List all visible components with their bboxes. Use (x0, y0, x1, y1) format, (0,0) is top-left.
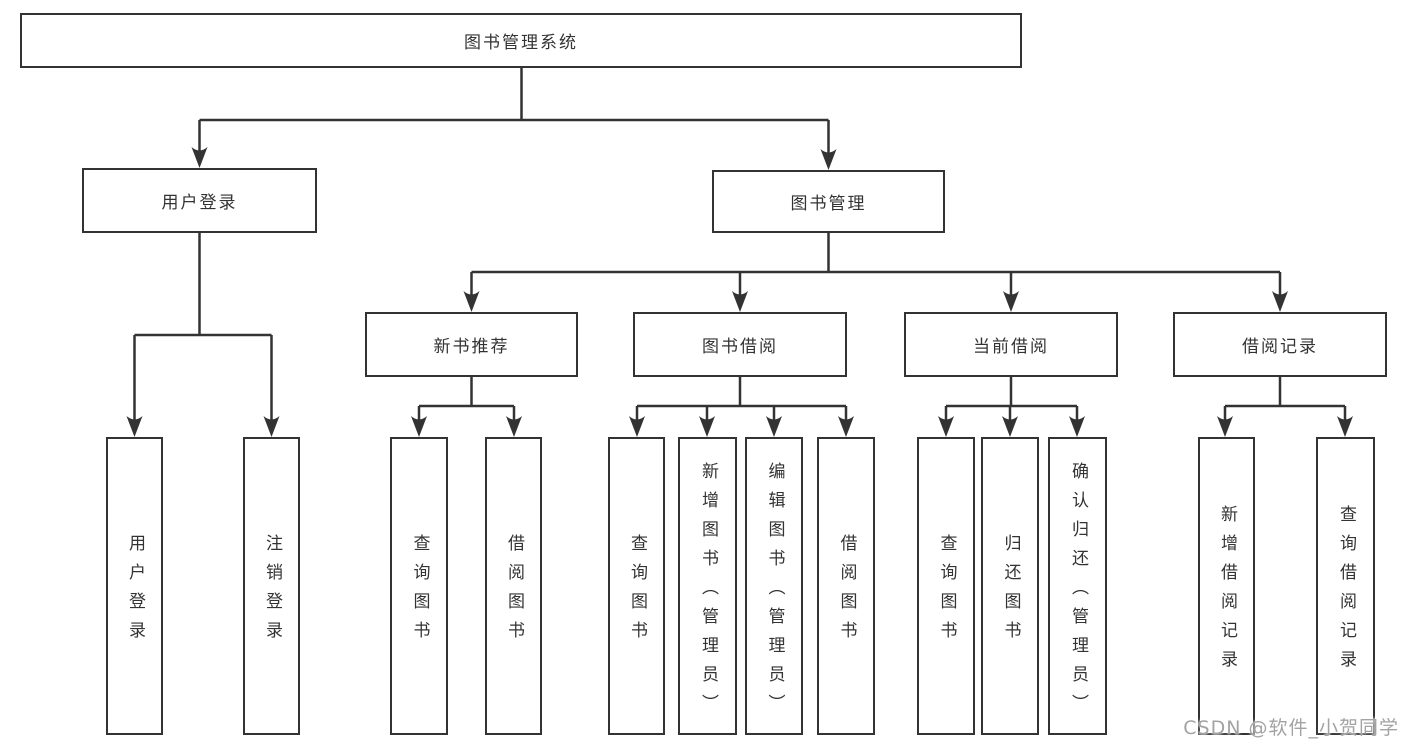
node-user-login: 用户登录 (82, 168, 317, 233)
node-new-book-recommendation: 新书推荐 (365, 312, 578, 377)
node-system-root-label: 图书管理系统 (464, 33, 578, 53)
leaf-cb-confirm-return-admin: 确认归还（管理员） (1048, 437, 1107, 735)
leaf-cb-return-book-label: 归还图书 (1000, 534, 1021, 650)
leaf-nb-borrow-book-label: 借阅图书 (504, 534, 524, 650)
leaf-logout-label: 注销登录 (262, 534, 282, 650)
node-book-management: 图书管理 (712, 170, 945, 233)
leaf-bb-query-book-label: 查询图书 (627, 534, 647, 650)
leaf-user-login: 用户登录 (106, 437, 163, 735)
csdn-watermark: CSDN @软件_小贺同学 (1183, 717, 1399, 739)
node-current-borrowing-label: 当前借阅 (973, 337, 1049, 357)
node-new-book-recommendation-label: 新书推荐 (433, 337, 510, 357)
leaf-bb-query-book: 查询图书 (608, 437, 665, 735)
leaf-user-login-label: 用户登录 (125, 534, 145, 650)
leaf-bb-edit-book-admin-label: 编辑图书（管理员） (764, 461, 785, 723)
leaf-nb-borrow-book: 借阅图书 (485, 437, 542, 735)
leaf-br-add-record: 新增借阅记录 (1198, 437, 1255, 735)
leaf-bb-borrow-book-label: 借阅图书 (836, 534, 857, 650)
node-borrowing-records: 借阅记录 (1173, 312, 1387, 377)
leaf-bb-edit-book-admin: 编辑图书（管理员） (745, 437, 803, 735)
leaf-cb-return-book: 归还图书 (981, 437, 1039, 735)
leaf-cb-confirm-return-admin-label: 确认归还（管理员） (1068, 461, 1088, 723)
node-current-borrowing: 当前借阅 (904, 312, 1118, 377)
leaf-br-query-record-label: 查询借阅记录 (1336, 505, 1356, 679)
leaf-br-query-record: 查询借阅记录 (1316, 437, 1375, 735)
node-book-borrowing: 图书借阅 (633, 312, 847, 377)
leaf-nb-query-book: 查询图书 (390, 437, 448, 735)
leaf-br-add-record-label: 新增借阅记录 (1217, 505, 1237, 679)
node-system-root: 图书管理系统 (20, 13, 1022, 68)
leaf-bb-add-book-admin: 新增图书（管理员） (678, 437, 737, 735)
node-user-login-label: 用户登录 (161, 193, 238, 213)
node-book-borrowing-label: 图书借阅 (702, 337, 778, 357)
leaf-nb-query-book-label: 查询图书 (409, 534, 430, 650)
node-book-management-label: 图书管理 (790, 194, 867, 214)
leaf-cb-query-book-label: 查询图书 (936, 534, 957, 650)
leaf-logout: 注销登录 (243, 437, 300, 735)
leaf-bb-add-book-admin-label: 新增图书（管理员） (698, 461, 718, 723)
leaf-cb-query-book: 查询图书 (917, 437, 975, 735)
leaf-bb-borrow-book: 借阅图书 (817, 437, 875, 735)
node-borrowing-records-label: 借阅记录 (1242, 337, 1318, 357)
